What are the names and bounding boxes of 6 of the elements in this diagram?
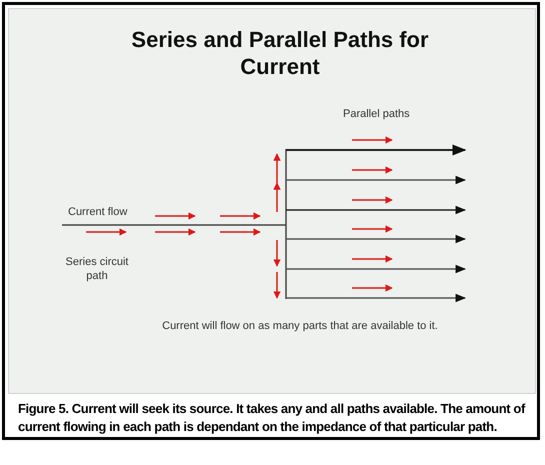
diagram-label: Parallel paths xyxy=(343,107,410,122)
diagram-label: Current flow xyxy=(68,205,128,220)
diagram-label: Current will flow on as many parts that are available to it. xyxy=(161,319,439,334)
title: Series and Parallel Paths for Current xyxy=(130,26,430,80)
caption: Figure 5. Current will seek its source. It takes any and all paths available. The amount of current flowing in each path is dependant on the impedance of that particular path. xyxy=(18,400,526,436)
diagram-label: Series circuit path xyxy=(64,255,130,283)
